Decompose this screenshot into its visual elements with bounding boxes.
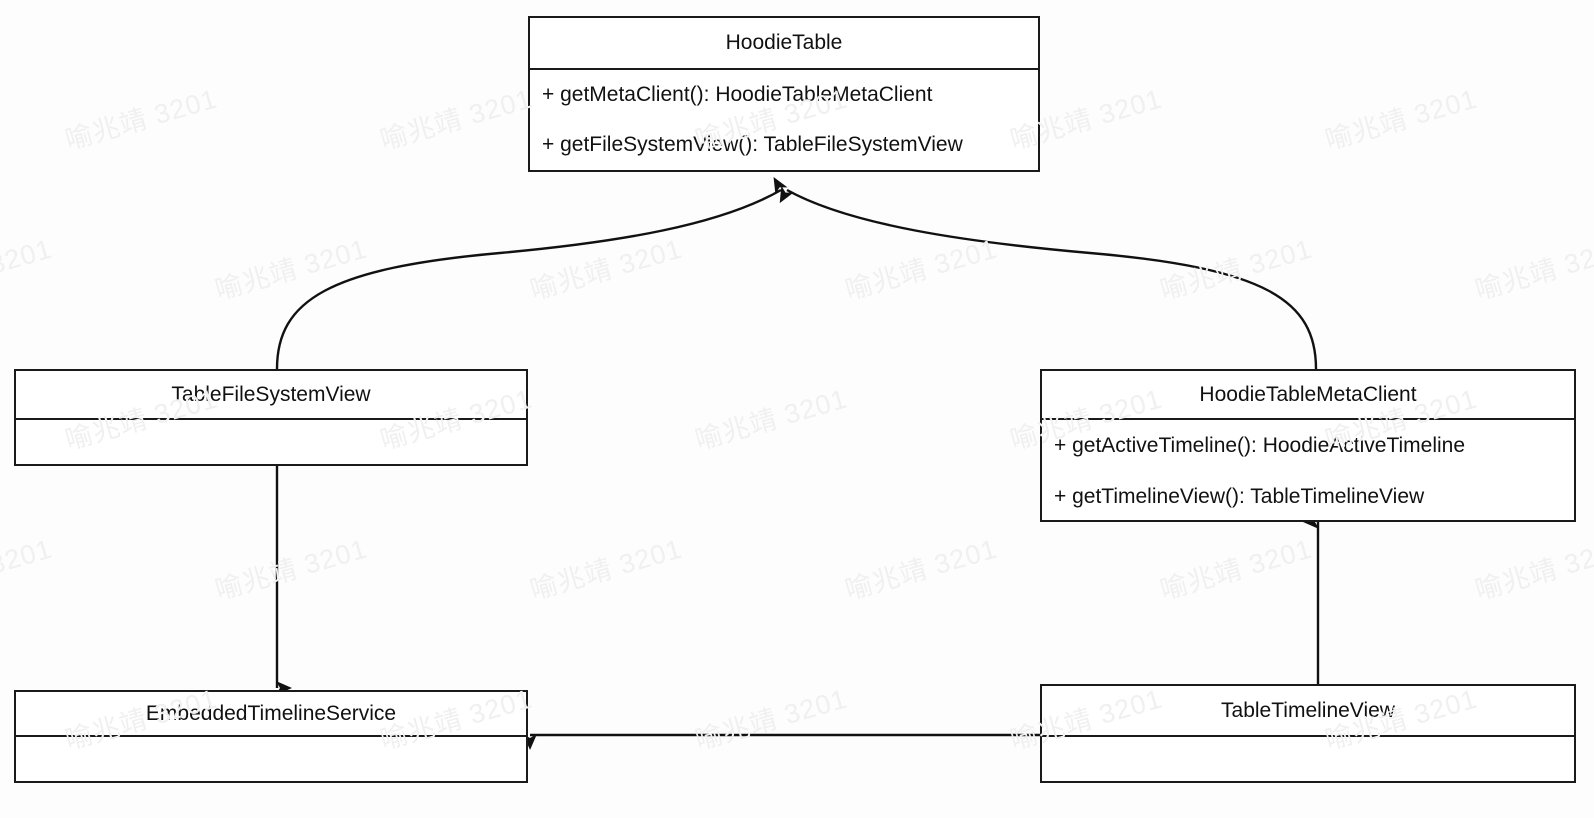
class-members-table-file-system-view bbox=[16, 420, 526, 466]
class-member: + getFileSystemView(): TableFileSystemVi… bbox=[542, 133, 963, 156]
class-box-table-file-system-view[interactable]: TableFileSystemView bbox=[14, 369, 528, 466]
class-members-embedded-timeline-service bbox=[16, 737, 526, 783]
class-member: + getMetaClient(): HoodieTableMetaClient bbox=[542, 83, 933, 106]
class-member: + getActiveTimeline(): HoodieActiveTimel… bbox=[1054, 433, 1466, 457]
class-box-table-timeline-view[interactable]: TableTimelineView bbox=[1040, 684, 1576, 783]
class-name-hoodie-table-meta-client: HoodieTableMetaClient bbox=[1042, 371, 1574, 420]
class-box-hoodie-table-meta-client[interactable]: HoodieTableMetaClient + getActiveTimelin… bbox=[1040, 369, 1576, 522]
class-members-hoodie-table-meta-client: + getActiveTimeline(): HoodieActiveTimel… bbox=[1042, 420, 1574, 522]
class-members-table-timeline-view bbox=[1042, 737, 1574, 783]
class-name-table-timeline-view: TableTimelineView bbox=[1042, 686, 1574, 737]
class-name-table-file-system-view: TableFileSystemView bbox=[16, 371, 526, 420]
class-box-hoodie-table[interactable]: HoodieTable + getMetaClient(): HoodieTab… bbox=[528, 16, 1040, 172]
class-members-hoodie-table: + getMetaClient(): HoodieTableMetaClient… bbox=[530, 70, 1038, 170]
edge-tablefilesystemview-to-hoodietable bbox=[275, 176, 788, 370]
edge-hoodietablemetaclient-to-hoodietable bbox=[779, 185, 1318, 370]
class-name-embedded-timeline-service: EmbeddedTimelineService bbox=[16, 692, 526, 737]
class-name-hoodie-table: HoodieTable bbox=[530, 18, 1038, 70]
class-box-embedded-timeline-service[interactable]: EmbeddedTimelineService bbox=[14, 690, 528, 783]
class-member: + getTimelineView(): TableTimelineView bbox=[1054, 484, 1425, 508]
